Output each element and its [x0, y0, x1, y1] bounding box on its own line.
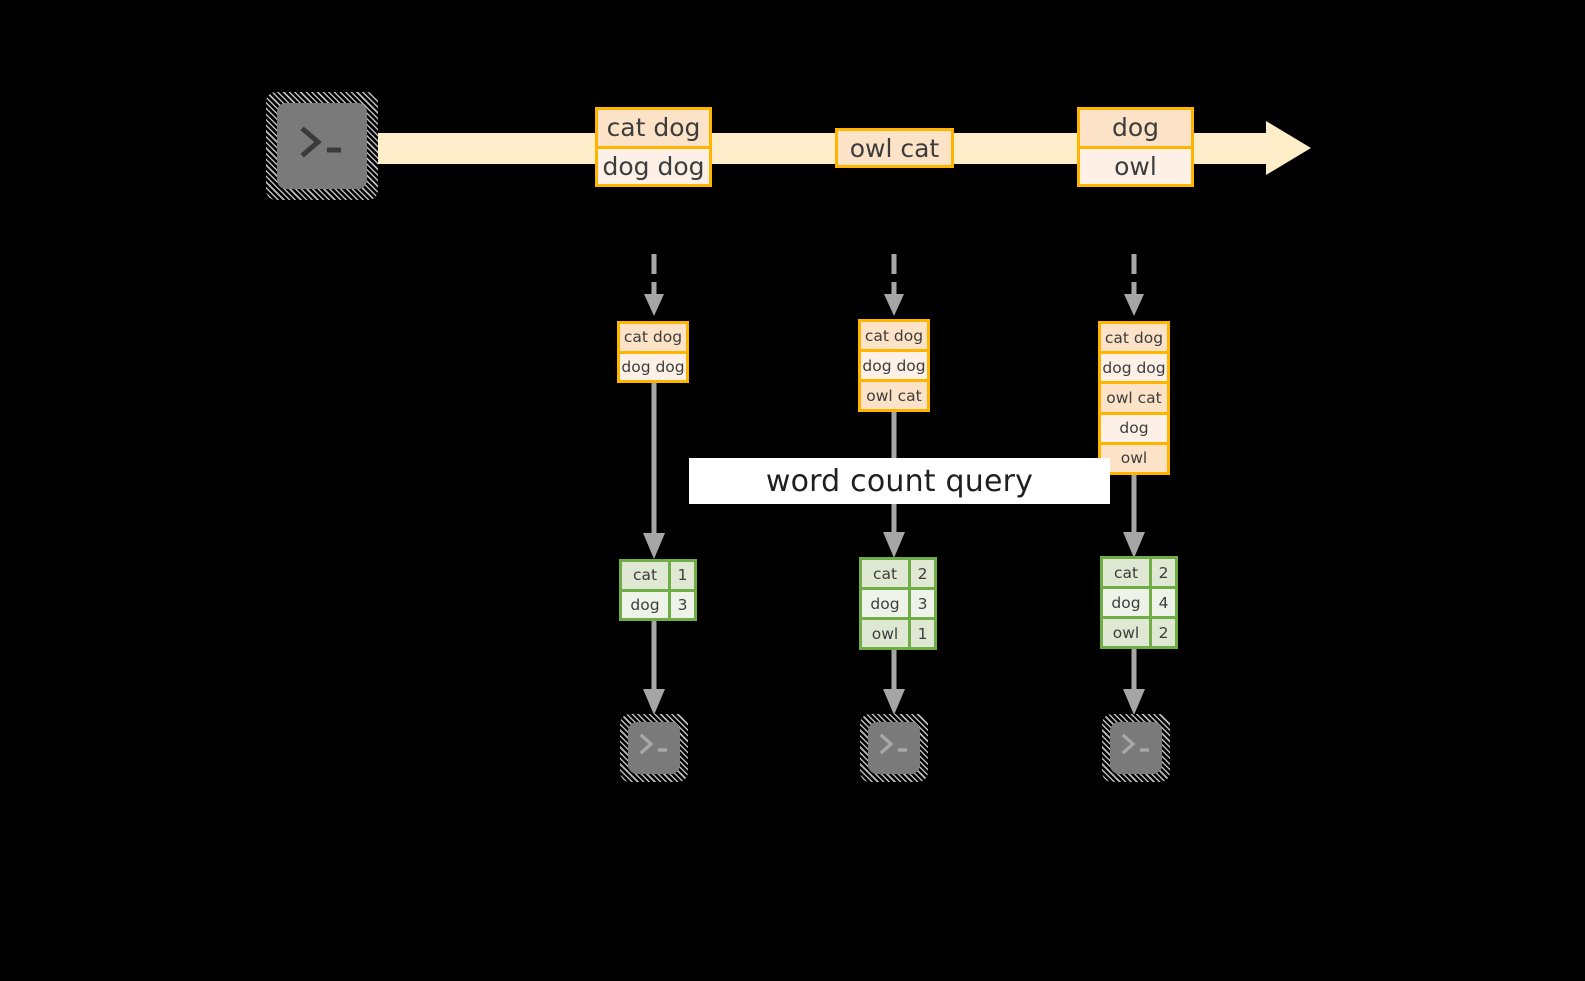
result-count: 4: [1149, 589, 1175, 616]
result-count: 3: [668, 591, 694, 618]
state-table-1-row-1: cat dog: [620, 324, 686, 351]
terminal-body: [1110, 722, 1162, 774]
result-table-3[interactable]: cat 2 dog 4 owl 2: [1100, 556, 1178, 649]
sink-terminal-icon-2: [860, 714, 928, 782]
result-word: cat: [622, 562, 668, 589]
result-table-3-row-1: cat 2: [1103, 559, 1175, 586]
state-table-3-row-3: owl cat: [1101, 381, 1167, 412]
terminal-prompt-glyph: [300, 126, 341, 158]
result-table-2-row-3: owl 1: [862, 617, 934, 647]
terminal-prompt-glyph: [1121, 733, 1149, 755]
stream-event-1[interactable]: cat dog dog dog: [595, 107, 712, 187]
stream-event-3[interactable]: dog owl: [1077, 107, 1194, 187]
state-table-1[interactable]: cat dog dog dog: [617, 321, 689, 383]
sink-arrow-2: [883, 650, 905, 715]
result-count: 2: [1149, 619, 1175, 646]
state-table-3-row-5: owl: [1101, 441, 1167, 473]
state-table-3[interactable]: cat dog dog dog owl cat dog owl: [1098, 321, 1170, 475]
result-count: 3: [908, 590, 934, 617]
state-table-3-row-4: dog: [1101, 411, 1167, 442]
stream-event-2-line-1: owl cat: [838, 131, 951, 165]
result-word: cat: [1103, 559, 1149, 586]
result-count: 2: [1149, 559, 1175, 586]
sink-terminal-icon-3: [1102, 714, 1170, 782]
trigger-arrow-2: [884, 254, 904, 316]
result-table-3-row-3: owl 2: [1103, 616, 1175, 646]
trigger-arrow-1: [644, 254, 664, 316]
state-table-2-row-1: cat dog: [861, 322, 927, 349]
terminal-body: [868, 722, 920, 774]
query-arrow-1: [643, 383, 665, 559]
stream-event-3-line-1: dog: [1080, 110, 1191, 146]
query-label-banner: word count query: [689, 458, 1110, 504]
terminal-body: [628, 722, 680, 774]
terminal-prompt-glyph: [879, 733, 907, 755]
result-count: 1: [668, 562, 694, 589]
state-table-3-row-2: dog dog: [1101, 351, 1167, 382]
result-count: 1: [908, 620, 934, 647]
state-table-2-row-3: owl cat: [861, 379, 927, 409]
result-word: dog: [1103, 589, 1149, 616]
query-arrow-3: [1123, 475, 1145, 558]
result-word: owl: [862, 620, 908, 647]
sink-arrow-3: [1123, 649, 1145, 715]
sink-terminal-icon-1: [620, 714, 688, 782]
terminal-body: [277, 103, 367, 189]
sink-arrow-1: [643, 621, 665, 715]
stream-event-1-line-1: cat dog: [598, 110, 709, 146]
result-table-2[interactable]: cat 2 dog 3 owl 1: [859, 557, 937, 650]
result-word: dog: [862, 590, 908, 617]
result-word: dog: [622, 591, 668, 618]
result-table-1[interactable]: cat 1 dog 3: [619, 559, 697, 621]
result-table-3-row-2: dog 4: [1103, 586, 1175, 616]
state-table-2-row-2: dog dog: [861, 349, 927, 379]
result-count: 2: [908, 560, 934, 587]
state-table-1-row-2: dog dog: [620, 350, 686, 380]
trigger-arrow-3: [1124, 254, 1144, 316]
result-word: owl: [1103, 619, 1149, 646]
terminal-prompt-glyph: [639, 733, 667, 755]
result-table-1-row-1: cat 1: [622, 562, 694, 589]
source-terminal-icon: [266, 92, 378, 200]
result-table-2-row-2: dog 3: [862, 587, 934, 617]
state-table-3-row-1: cat dog: [1101, 324, 1167, 352]
state-table-2[interactable]: cat dog dog dog owl cat: [858, 319, 930, 412]
result-table-2-row-1: cat 2: [862, 560, 934, 587]
stream-event-1-line-2: dog dog: [598, 145, 709, 184]
query-label-text: word count query: [765, 463, 1034, 499]
result-word: cat: [862, 560, 908, 587]
result-table-1-row-2: dog 3: [622, 588, 694, 618]
stream-event-3-line-2: owl: [1080, 145, 1191, 184]
stream-event-2[interactable]: owl cat: [835, 128, 954, 168]
event-stream-arrowhead: [1266, 121, 1311, 175]
